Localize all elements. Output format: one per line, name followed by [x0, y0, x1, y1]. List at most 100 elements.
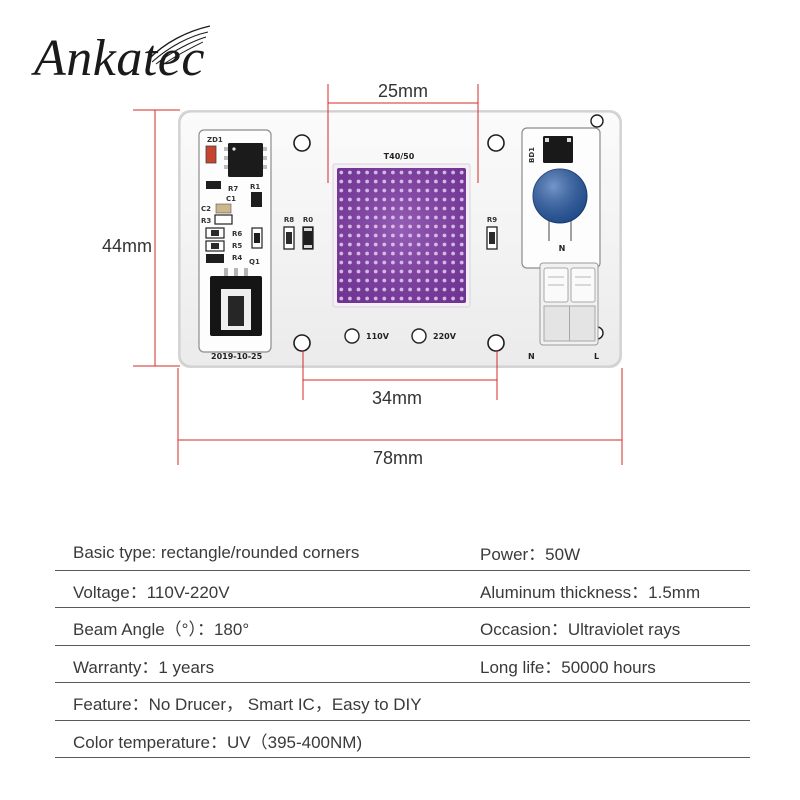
led-dot: [399, 269, 404, 274]
led-dot: [399, 251, 404, 256]
led-dot: [391, 215, 395, 220]
led-dot: [416, 269, 421, 274]
led-dot: [399, 197, 404, 202]
led-dot: [434, 260, 438, 265]
led-dot: [451, 206, 455, 211]
led-dot: [451, 233, 455, 238]
resistor: [302, 226, 314, 250]
spec-warranty: Warranty：1 years: [73, 657, 215, 677]
led-dot: [356, 206, 361, 211]
led-dot: [451, 224, 455, 229]
led-dot: [348, 242, 352, 247]
led-dot: [373, 242, 378, 247]
led-dot: [459, 296, 464, 301]
label-c1: C1: [226, 195, 236, 203]
led-dot: [434, 170, 438, 175]
dimension-78mm: 78mm: [177, 368, 623, 468]
led-dot: [425, 269, 430, 274]
label-r7: R7: [228, 185, 238, 193]
led-dot: [365, 197, 369, 202]
led-dot: [399, 260, 404, 265]
bridge-rectifier: [543, 136, 573, 163]
spec-beam-angle: Beam Angle（°）：180°: [73, 620, 250, 640]
led-dot: [451, 269, 455, 274]
led-dot: [408, 287, 412, 292]
led-dot: [459, 188, 464, 193]
label-110v: 110V: [366, 332, 390, 341]
label-terminal-n: N: [528, 352, 535, 361]
led-dot: [365, 224, 369, 229]
resistor-body: [211, 243, 219, 249]
label-r5: R5: [232, 242, 242, 250]
spec-row: Voltage：110V-220V Aluminum thickness：1.5…: [55, 571, 750, 608]
led-dot: [434, 224, 438, 229]
swoosh-stroke: [151, 31, 209, 63]
spec-feature: Feature：No Drucer， Smart IC，Easy to DIY: [73, 695, 422, 715]
varistor-shine: [533, 169, 587, 223]
led-dot: [391, 206, 395, 211]
led-array: [339, 170, 464, 301]
product-diagram: ZD1 R7 R1 C1 C2 R3 R6 R5: [102, 81, 623, 468]
led-dot: [382, 170, 387, 175]
led-dot: [382, 233, 387, 238]
zener-diode: [205, 145, 217, 164]
led-dot: [451, 287, 455, 292]
resistor-cap: [304, 228, 312, 231]
led-dot: [434, 215, 438, 220]
led-dot: [408, 233, 412, 238]
led-dot: [442, 251, 447, 256]
label-r6: R6: [232, 230, 242, 238]
led-dot: [339, 224, 344, 229]
led-dot: [356, 278, 361, 283]
led-dot: [425, 260, 430, 265]
resistor: [214, 214, 233, 225]
led-chip: T40/50: [332, 152, 471, 308]
led-dot: [416, 251, 421, 256]
led-dot: [416, 188, 421, 193]
led-dot: [339, 215, 344, 220]
led-dot: [365, 170, 369, 175]
led-dot: [339, 296, 344, 301]
resistor-cap: [304, 245, 312, 248]
model-label: T40/50: [384, 152, 415, 161]
led-dot: [391, 197, 395, 202]
mosfet-pin: [244, 268, 248, 277]
led-dot: [425, 287, 430, 292]
spec-occasion: Occasion：Ultraviolet rays: [480, 620, 681, 640]
mosfet: [210, 268, 262, 336]
led-dot: [425, 215, 430, 220]
led-dot: [391, 278, 395, 283]
led-dot: [356, 287, 361, 292]
led-dot: [365, 188, 369, 193]
led-dot: [391, 260, 395, 265]
label-q1: Q1: [249, 258, 260, 266]
led-dot: [416, 179, 421, 184]
led-dot: [339, 251, 344, 256]
led-dot: [451, 251, 455, 256]
led-dot: [425, 278, 430, 283]
resistor-body: [211, 230, 219, 236]
led-dot: [356, 269, 361, 274]
mosfet-pin: [234, 268, 238, 277]
led-dot: [382, 296, 387, 301]
label-r3: R3: [201, 217, 211, 225]
led-dot: [442, 206, 447, 211]
led-dot: [408, 188, 412, 193]
led-dot: [451, 197, 455, 202]
led-dot: [459, 287, 464, 292]
led-dot: [382, 269, 387, 274]
label-c2: C2: [201, 205, 211, 213]
driver-ic-pin: [262, 147, 267, 151]
spec-basic-type: Basic type: rectangle/rounded corners: [73, 542, 360, 562]
led-dot: [373, 296, 378, 301]
led-dot: [365, 215, 369, 220]
led-dot: [391, 251, 395, 256]
led-dot: [459, 269, 464, 274]
led-dot: [391, 224, 395, 229]
led-dot: [356, 296, 361, 301]
led-dot: [391, 269, 395, 274]
led-dot: [416, 170, 421, 175]
led-dot: [425, 296, 430, 301]
led-dot: [408, 170, 412, 175]
led-dot: [399, 170, 404, 175]
